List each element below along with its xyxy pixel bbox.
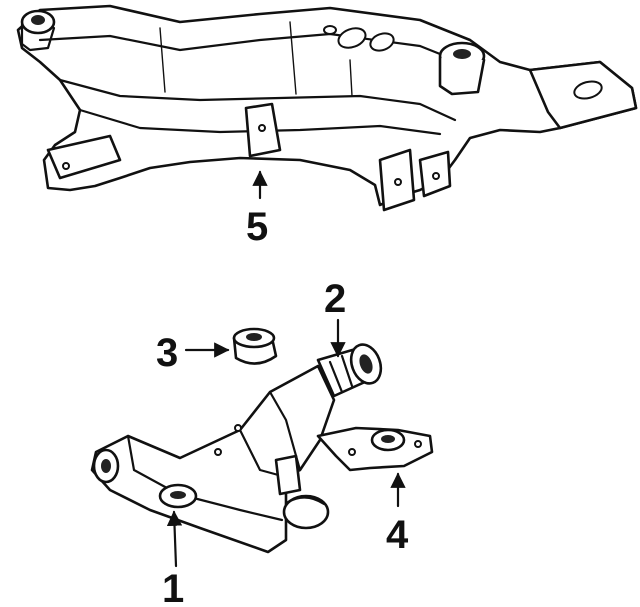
right-bushing (438, 41, 486, 96)
callout-4: 4 (386, 513, 409, 557)
bushing-sleeve (316, 343, 383, 398)
callout-5: 5 (246, 205, 268, 249)
lower-control-arm (90, 364, 336, 554)
bushing (232, 327, 278, 365)
ball-joint (274, 454, 330, 530)
center-bracket (244, 102, 282, 158)
crossmember-subframe (16, 4, 638, 212)
mounting-bracket (316, 426, 434, 472)
left-bushing (20, 9, 56, 52)
arrow-1 (166, 510, 183, 568)
callout-3: 3 (156, 331, 178, 375)
callout-1: 1 (162, 567, 184, 607)
callout-2: 2 (324, 277, 346, 321)
